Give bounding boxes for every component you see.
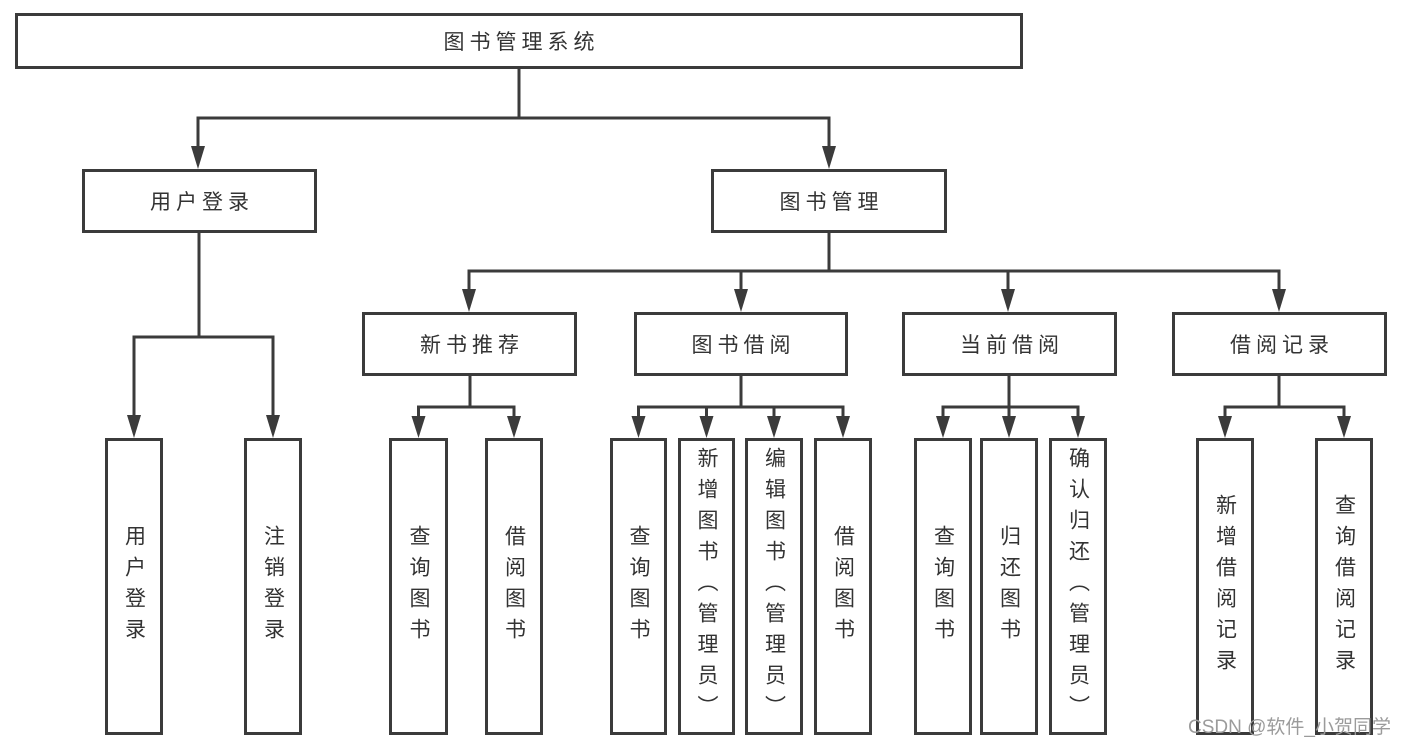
edge-new-book-recommend-children [411, 376, 521, 438]
edge-root-to-level2 [191, 69, 836, 169]
leaf-return-book: 归还图书 [980, 438, 1038, 735]
edge-borrow-records-children [1218, 376, 1351, 438]
node-book-borrow: 图书借阅 [634, 312, 848, 376]
leaf-confirm-return-admin: 确认归还（管理员） [1049, 438, 1107, 735]
node-current-borrow: 当前借阅 [902, 312, 1117, 376]
leaf-query-books-borrow-label: 查询图书 [627, 524, 650, 649]
leaf-borrow-books: 借阅图书 [814, 438, 872, 735]
leaf-query-borrow-record: 查询借阅记录 [1315, 438, 1373, 735]
leaf-query-books-recommend: 查询图书 [389, 438, 448, 735]
leaf-query-books-current-label: 查询图书 [931, 524, 955, 649]
leaf-edit-book-admin: 编辑图书（管理员） [745, 438, 803, 735]
leaf-add-book-admin: 新增图书（管理员） [678, 438, 735, 735]
leaf-user-login-label: 用户登录 [122, 524, 146, 649]
edge-book-management-children [462, 233, 1286, 312]
leaf-edit-book-admin-label: 编辑图书（管理员） [762, 447, 786, 726]
leaf-borrow-books-label: 借阅图书 [831, 524, 855, 649]
edge-book-borrow-children [631, 376, 850, 438]
leaf-return-book-label: 归还图书 [997, 524, 1021, 649]
edge-user-login-children [127, 233, 280, 438]
leaf-confirm-return-admin-label: 确认归还（管理员） [1066, 447, 1090, 726]
edge-current-borrow-children [936, 376, 1085, 438]
node-book-management: 图书管理 [711, 169, 947, 233]
leaf-add-borrow-record: 新增借阅记录 [1196, 438, 1254, 735]
node-user-login: 用户登录 [82, 169, 317, 233]
leaf-logout-label: 注销登录 [261, 524, 285, 649]
node-borrow-records: 借阅记录 [1172, 312, 1387, 376]
watermark: CSDN @软件_小贺同学 [1188, 717, 1391, 738]
leaf-query-books-recommend-label: 查询图书 [407, 524, 430, 649]
node-root: 图书管理系统 [15, 13, 1023, 69]
leaf-borrow-books-recommend: 借阅图书 [485, 438, 543, 735]
leaf-query-books-current: 查询图书 [914, 438, 972, 735]
leaf-add-borrow-record-label: 新增借阅记录 [1213, 493, 1237, 680]
node-new-book-recommend: 新书推荐 [362, 312, 577, 376]
leaf-logout: 注销登录 [244, 438, 302, 735]
leaf-query-books-borrow: 查询图书 [610, 438, 667, 735]
leaf-add-book-admin-label: 新增图书（管理员） [695, 447, 718, 726]
leaf-query-borrow-record-label: 查询借阅记录 [1332, 493, 1356, 680]
leaf-borrow-books-recommend-label: 借阅图书 [502, 524, 526, 649]
leaf-user-login: 用户登录 [105, 438, 163, 735]
